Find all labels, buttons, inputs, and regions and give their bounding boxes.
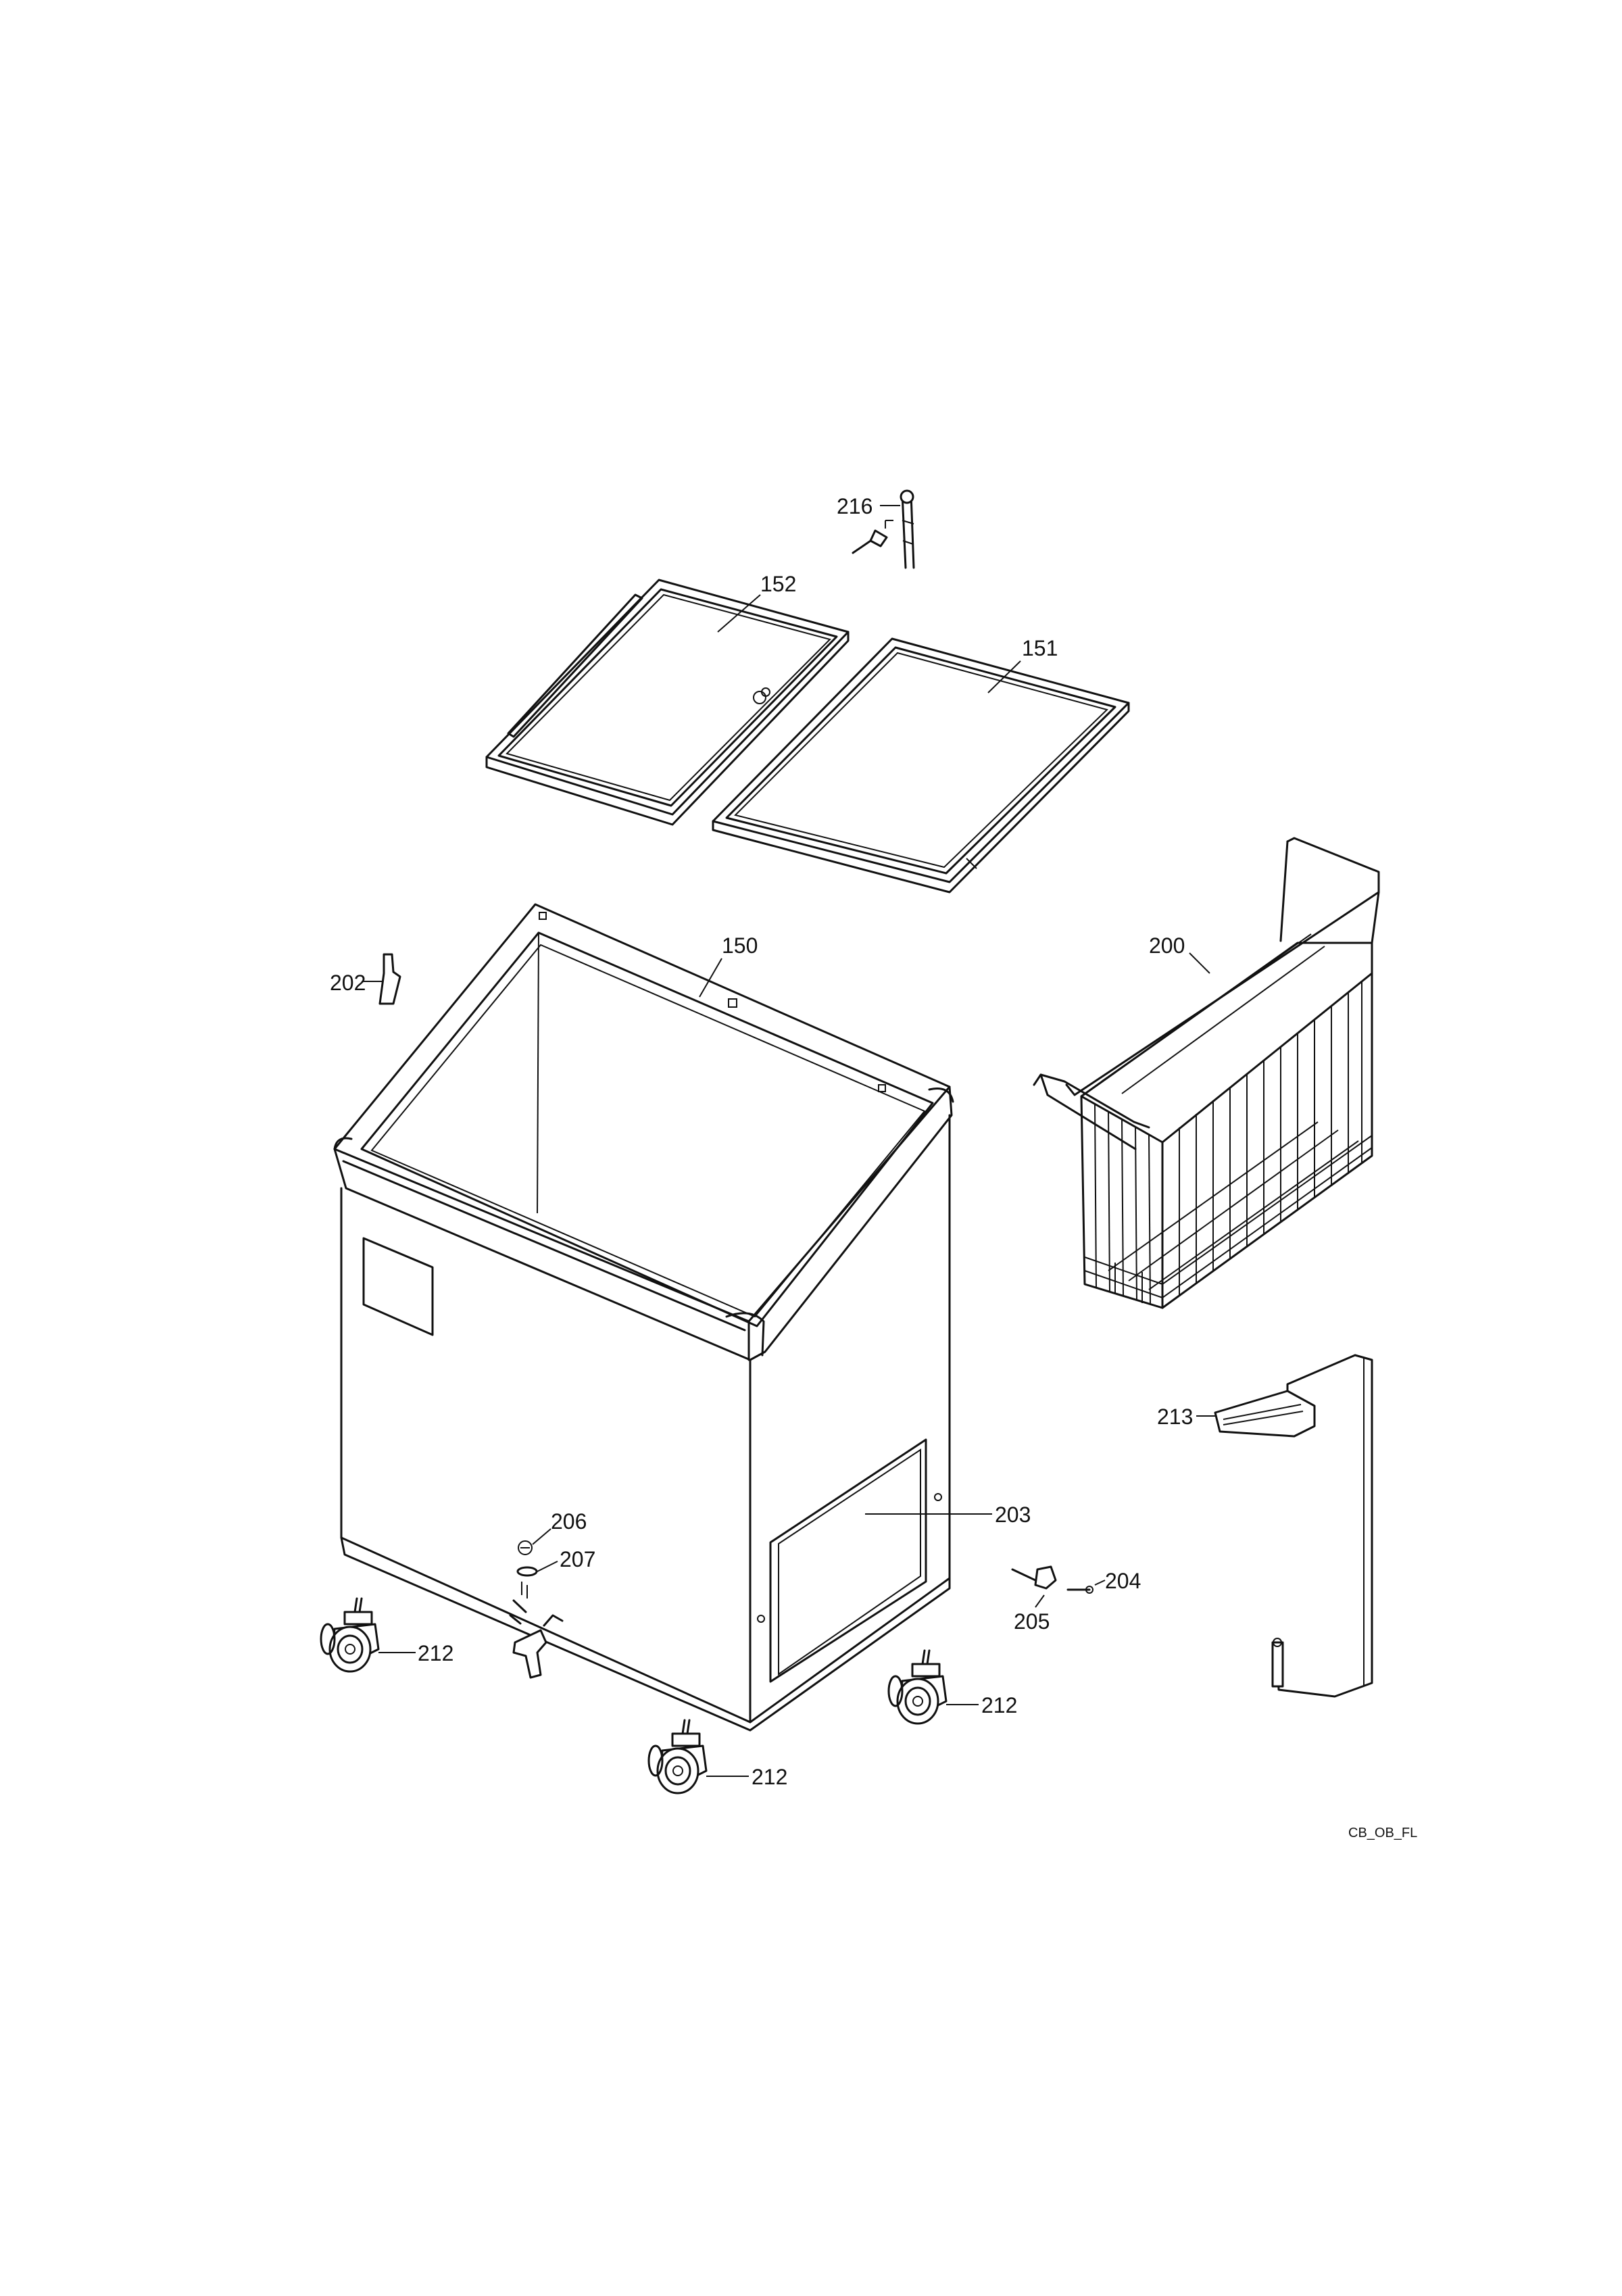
lid-151-icon bbox=[712, 637, 1130, 894]
label-212c: 212 bbox=[752, 1765, 787, 1789]
caster-212-icon bbox=[887, 1649, 948, 1725]
label-216: 216 bbox=[837, 494, 873, 518]
label-206: 206 bbox=[551, 1509, 587, 1534]
leader-205 bbox=[1035, 1594, 1045, 1608]
cabinet-150-icon bbox=[333, 903, 954, 1732]
label-212b: 212 bbox=[981, 1693, 1017, 1717]
label-150: 150 bbox=[722, 933, 758, 958]
leader-207 bbox=[537, 1561, 558, 1572]
label-202: 202 bbox=[330, 971, 366, 995]
leader-206 bbox=[532, 1528, 551, 1545]
drain-plug-206-icon bbox=[518, 1540, 533, 1555]
knob-205-icon bbox=[1011, 1565, 1057, 1590]
drain-tube-icon bbox=[509, 1614, 564, 1679]
leader-151 bbox=[987, 660, 1021, 693]
label-207: 207 bbox=[560, 1547, 595, 1571]
caster-212-icon bbox=[647, 1719, 708, 1794]
caster-212-icon bbox=[320, 1597, 380, 1673]
label-212a: 212 bbox=[418, 1641, 453, 1665]
leader-152 bbox=[717, 594, 761, 633]
leader-150 bbox=[699, 958, 722, 998]
thermostat-213-icon bbox=[1214, 1354, 1373, 1698]
label-152: 152 bbox=[760, 572, 796, 596]
label-205: 205 bbox=[1014, 1609, 1050, 1634]
washer-207-icon bbox=[516, 1566, 538, 1598]
label-200: 200 bbox=[1149, 933, 1185, 958]
hinge-216-icon bbox=[852, 489, 915, 569]
drawing-code: CB_OB_FL bbox=[1348, 1826, 1417, 1840]
basket-200-icon bbox=[1033, 837, 1380, 1309]
label-204: 204 bbox=[1105, 1569, 1141, 1593]
label-203: 203 bbox=[995, 1503, 1031, 1527]
leader-200 bbox=[1189, 952, 1210, 974]
label-151: 151 bbox=[1022, 636, 1058, 660]
screw-204-icon bbox=[1066, 1586, 1093, 1594]
clip-202-icon bbox=[378, 953, 401, 1005]
leader-204 bbox=[1094, 1580, 1106, 1586]
label-213: 213 bbox=[1157, 1405, 1193, 1429]
lid-152-icon bbox=[485, 579, 850, 826]
